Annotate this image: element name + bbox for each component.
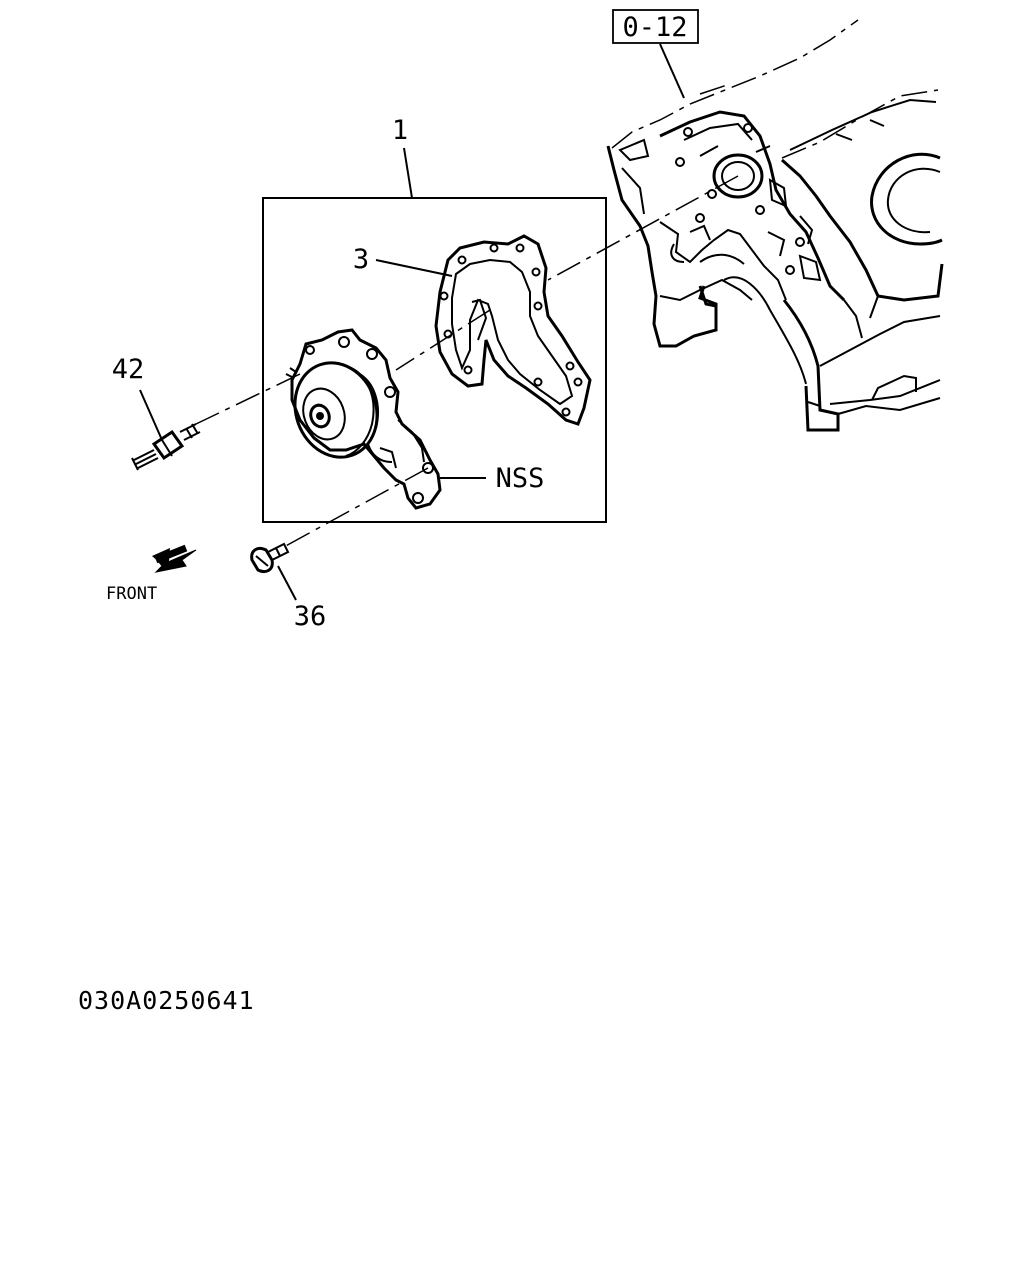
diagram-id: 030A0250641 <box>78 986 255 1015</box>
front-arrow-icon <box>152 544 197 573</box>
reference-box-label: 0-12 <box>622 12 687 43</box>
engine-block-illustration <box>606 19 944 432</box>
reference-box: 0-12 <box>612 9 699 44</box>
callout-bolt: 36 <box>294 601 327 632</box>
stud-illustration <box>131 389 201 471</box>
callout-assembly: 1 <box>392 115 408 146</box>
bolt-illustration <box>250 542 297 601</box>
assembly-center-lines <box>195 175 739 549</box>
assembly-frame <box>262 147 607 523</box>
callout-not-serviced: NSS <box>496 463 545 494</box>
callout-gasket: 3 <box>353 244 369 275</box>
front-direction-label: FRONT <box>106 584 157 604</box>
gasket-illustration <box>375 234 592 426</box>
callout-stud: 42 <box>112 354 145 385</box>
water-pump-illustration <box>285 328 486 510</box>
